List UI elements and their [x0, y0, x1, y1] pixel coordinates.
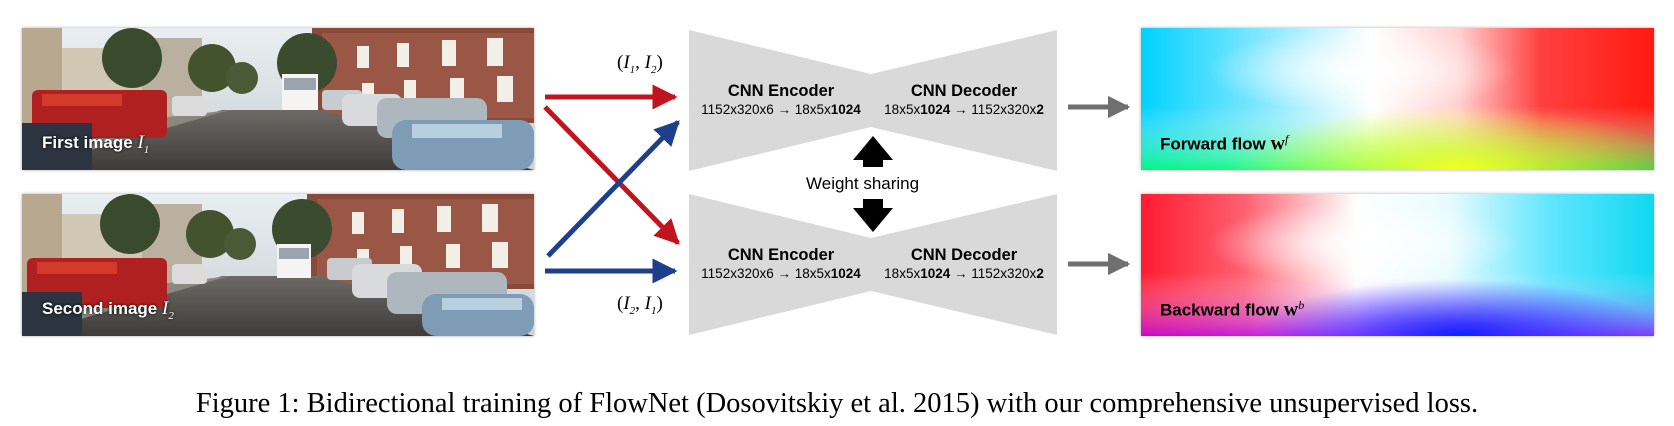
pair-open: ( [617, 52, 624, 73]
bottom-encoder-block: CNN Encoder 1152x320x6 → 18x5x1024 [691, 246, 871, 281]
backward-flow-panel: Backward flow wb [1141, 194, 1654, 336]
bottom-network-shape [689, 194, 1057, 335]
decoder-dims-mid: → 1152x320x [950, 102, 1037, 117]
forward-flow-symbol: w [1270, 132, 1285, 155]
backward-flow-superscript: b [1298, 298, 1305, 312]
decoder-dims-mid: → 1152x320x [950, 266, 1037, 281]
first-image-symbol-letter: I [137, 132, 144, 153]
second-image-label: Second image I2 [42, 298, 174, 322]
forward-flow-label: Forward flow wf [1160, 132, 1288, 156]
encoder-dims: 1152x320x6 → 18x5x1024 [691, 102, 871, 117]
first-image-symbol: I1 [137, 132, 150, 156]
second-image-symbol-letter: I [162, 298, 169, 319]
cross-blue-arrow [546, 120, 680, 258]
weight-sharing-arrow [853, 136, 893, 232]
backward-flow-text: Backward flow [1160, 300, 1280, 320]
decoder-dims-text: 18x5x [884, 266, 921, 281]
encoder-dims-bold: 1024 [830, 102, 861, 117]
decoder-dims-bold: 1024 [920, 102, 951, 117]
decoder-title: CNN Decoder [910, 82, 1018, 100]
second-image-subscript: 2 [168, 309, 174, 322]
first-image-subscript: 1 [143, 143, 150, 156]
bottom-decoder-block: CNN Decoder 18x5x1024 → 1152x320x2 [873, 246, 1055, 281]
pair-separator: , [635, 293, 645, 314]
decoder-dims-bold-end: 2 [1036, 266, 1044, 281]
pair-second-symbol: I [644, 52, 651, 73]
first-image-label: First image I1 [42, 132, 149, 156]
second-image-symbol: I2 [162, 298, 174, 322]
pair-second-subscript: 2 [650, 63, 657, 76]
forward-flow-panel: Forward flow wf [1141, 28, 1654, 170]
pair-first-subscript: 1 [629, 63, 636, 76]
pair-first-symbol: I [623, 52, 630, 73]
cross-red-arrow [543, 105, 680, 245]
forward-flow-superscript: f [1284, 132, 1289, 146]
pair-first-symbol: I [623, 293, 630, 314]
top-decoder-block: CNN Decoder 18x5x1024 → 1152x320x2 [873, 82, 1055, 117]
decoder-dims-bold: 1024 [920, 266, 951, 281]
second-image-panel: Second image I2 [22, 194, 534, 336]
second-image-text: Second image [42, 299, 158, 318]
encoder-dims-text: 1152x320x6 → 18x5x [701, 266, 831, 281]
weight-sharing-label: Weight sharing [806, 174, 920, 193]
first-image-text: First image [42, 133, 133, 152]
encoder-title: CNN Encoder [727, 82, 835, 100]
backward-pair-label: (I2, I1) [617, 293, 663, 317]
figure-caption: Figure 1: Bidirectional training of Flow… [195, 388, 1479, 419]
decoder-title: CNN Decoder [910, 246, 1018, 264]
pair-open: ( [617, 293, 624, 314]
backward-flow-symbol: w [1283, 298, 1299, 321]
pair-second-subscript: 1 [650, 304, 657, 317]
first-image-panel: First image I1 [22, 28, 534, 170]
encoder-dims: 1152x320x6 → 18x5x1024 [691, 266, 871, 281]
backward-flow-field [1141, 194, 1654, 336]
pair-second-symbol: I [644, 293, 651, 314]
forward-pair-label: (I1, I2) [617, 52, 663, 76]
encoder-dims-text: 1152x320x6 → 18x5x [701, 102, 831, 117]
pair-close: ) [656, 52, 663, 73]
top-encoder-block: CNN Encoder 1152x320x6 → 18x5x1024 [691, 82, 871, 117]
pair-first-subscript: 2 [629, 304, 636, 317]
decoder-dims: 18x5x1024 → 1152x320x2 [873, 266, 1055, 281]
forward-flow-text: Forward flow [1160, 134, 1266, 154]
decoder-dims-text: 18x5x [884, 102, 921, 117]
forward-flow-field [1141, 28, 1654, 170]
street-scene-photo [22, 28, 534, 170]
pair-separator: , [635, 52, 645, 73]
encoder-title: CNN Encoder [727, 246, 835, 264]
decoder-dims: 18x5x1024 → 1152x320x2 [873, 102, 1055, 117]
decoder-dims-bold-end: 2 [1036, 102, 1044, 117]
backward-flow-label: Backward flow wb [1160, 298, 1304, 322]
top-network-shape [689, 30, 1057, 171]
pair-close: ) [656, 293, 663, 314]
encoder-dims-bold: 1024 [830, 266, 861, 281]
street-scene-photo [22, 194, 534, 336]
